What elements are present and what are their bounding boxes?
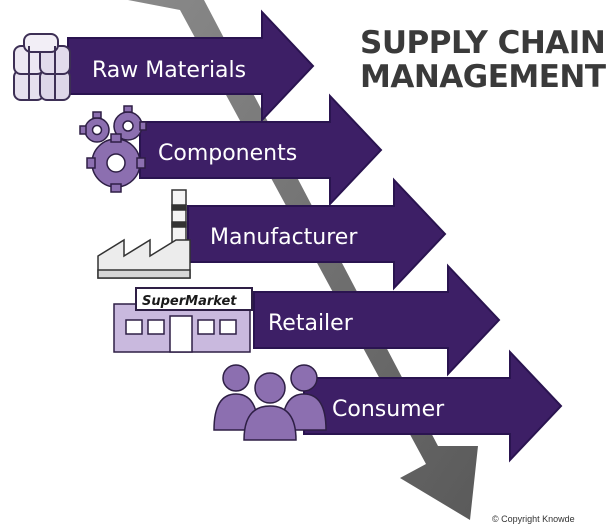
stage-label-consumer: Consumer: [332, 397, 445, 422]
stage-arrow-consumer: Consumer: [303, 349, 563, 463]
title-line-2: MANAGEMENT: [360, 59, 606, 95]
stage-label-manufacturer: Manufacturer: [210, 225, 358, 250]
supermarket-sign: SuperMarket: [142, 294, 237, 309]
supermarket-icon: SuperMarket: [113, 287, 253, 353]
stage-arrow-manufacturer: Manufacturer: [187, 177, 447, 291]
bales-icon: [13, 33, 71, 101]
stage-label-raw-materials: Raw Materials: [92, 58, 246, 83]
copyright-notice: © Copyright Knowde: [492, 514, 575, 524]
title-line-1: SUPPLY CHAIN: [360, 25, 606, 61]
stage-arrow-components: Components: [139, 93, 383, 207]
factory-icon: [97, 189, 191, 279]
gears-icon: [79, 105, 147, 193]
stage-label-components: Components: [158, 141, 297, 166]
stage-arrow-raw-materials: Raw Materials: [67, 9, 315, 123]
people-icon: [213, 364, 327, 441]
stage-label-retailer: Retailer: [268, 311, 354, 336]
stage-arrow-retailer: Retailer: [253, 263, 501, 377]
